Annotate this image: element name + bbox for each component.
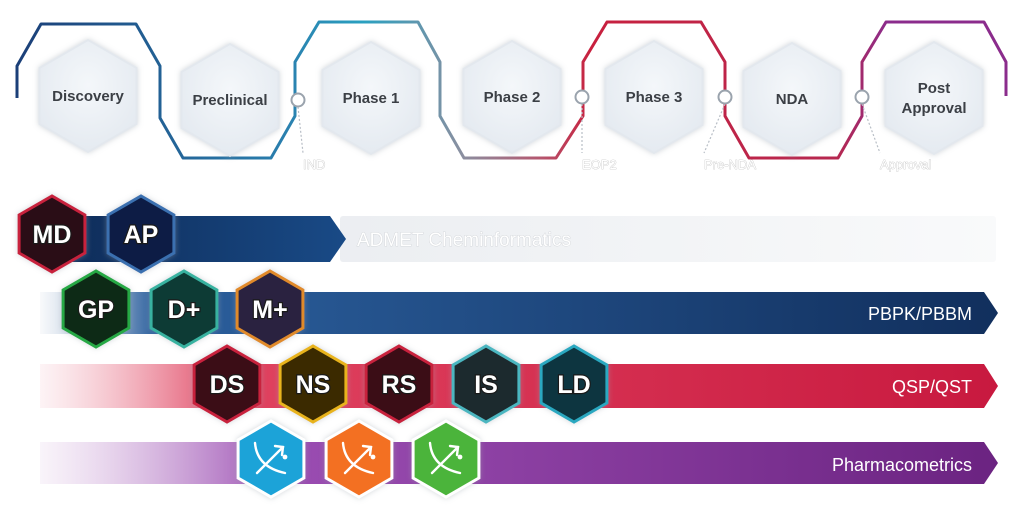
chart-arrow-icon (253, 441, 288, 475)
milestone-node (574, 89, 590, 105)
milestone-node (290, 92, 306, 108)
badge-label: MD (33, 221, 72, 249)
badge-label: RS (382, 371, 417, 399)
badge-hexagon (235, 269, 305, 349)
milestone-pre-nda: Pre-NDA (703, 89, 757, 172)
phase-phase-2: Phase 2 (462, 39, 562, 155)
badge-hexagon (17, 194, 87, 274)
milestone-connector (861, 103, 881, 154)
badge-d-plus: D+ (149, 269, 219, 349)
phase-hexagon (742, 41, 842, 157)
milestone-label: Pre-NDA (704, 157, 756, 172)
chart-arrow-icon (341, 441, 376, 475)
phase-preclinical: Preclinical (180, 42, 280, 158)
phase-hexagon (180, 42, 280, 158)
phase-label: Phase 3 (626, 89, 683, 106)
milestone-node (854, 89, 870, 105)
milestone-label: Approval (880, 157, 931, 172)
badge-label: IS (474, 371, 498, 399)
phase-label: Phase 2 (484, 89, 541, 106)
badge-hexagon (451, 344, 521, 424)
phase-label: NDA (776, 91, 809, 108)
phase-hexagon (321, 40, 421, 156)
badge-hexagon (149, 269, 219, 349)
badge-hexagon (192, 344, 262, 424)
badge-hexagon (106, 194, 176, 274)
badge-ds: DS (192, 344, 262, 424)
badge-md: MD (17, 194, 87, 274)
milestone-connector (297, 106, 304, 154)
phase-discovery: Discovery (38, 38, 138, 154)
pharmacometrics-band-label: Pharmacometrics (832, 455, 972, 475)
milestone-label: IND (303, 157, 325, 172)
admet-band-fade (340, 216, 996, 262)
badge-ap: AP (106, 194, 176, 274)
phase-label: Preclinical (192, 92, 267, 109)
phase-hexagon (604, 39, 704, 155)
badge-rs: RS (364, 344, 434, 424)
badge-m-plus: M+ (235, 269, 305, 349)
phase-hexagon (38, 38, 138, 154)
milestone-label: EOP2 (582, 157, 617, 172)
badge-label: NS (296, 371, 331, 399)
badge-ns: NS (278, 344, 348, 424)
phase-hexagon (884, 40, 984, 156)
badge-pharmacometrics-green (411, 419, 481, 499)
badge-label: GP (78, 296, 114, 324)
badge-label: AP (124, 221, 159, 249)
badge-hexagon (364, 344, 434, 424)
phase-label: Phase 1 (343, 90, 400, 107)
phase-phase-1: Phase 1 (321, 40, 421, 156)
badge-is: IS (451, 344, 521, 424)
phase-hexagons: Discovery Preclinical Phase 1 Phase 2 Phase … (38, 38, 984, 158)
milestone-node (717, 89, 733, 105)
badge-pharmacometrics-blue (236, 419, 306, 499)
chart-arrow-icon (428, 441, 463, 475)
product-badges: MD AP GP D+ M+ DS NS RS IS LD (17, 194, 609, 499)
badge-hexagon (539, 344, 609, 424)
phase-hexagon (462, 39, 562, 155)
qsp-band-label: QSP/QST (892, 377, 972, 397)
milestone-approval: Approval (854, 89, 932, 172)
badge-label: D+ (168, 296, 201, 324)
badge-label: DS (210, 371, 245, 399)
badge-hexagon (61, 269, 131, 349)
badge-label: LD (557, 371, 590, 399)
badge-ld: LD (539, 344, 609, 424)
admet-band-label: ADMET Cheminformatics (357, 230, 571, 251)
phase-phase-3: Phase 3 (604, 39, 704, 155)
admet-band (60, 216, 346, 262)
milestone-ind: IND (290, 92, 326, 172)
milestone-eop2: EOP2 (574, 89, 617, 172)
badge-label: M+ (252, 296, 287, 324)
phase-nda: NDA (742, 41, 842, 157)
pbpk-band-label: PBPK/PBBM (868, 304, 972, 324)
phase-label: Discovery (52, 88, 124, 105)
milestone-markers: IND EOP2 Pre-NDA Approval (290, 89, 932, 172)
badge-gp: GP (61, 269, 131, 349)
modeling-bands: ADMET Cheminformatics PBPK/PBBM QSP/QST … (40, 216, 998, 484)
badge-hexagon (278, 344, 348, 424)
badge-pharmacometrics-orange (324, 419, 394, 499)
milestone-connector (703, 103, 726, 154)
